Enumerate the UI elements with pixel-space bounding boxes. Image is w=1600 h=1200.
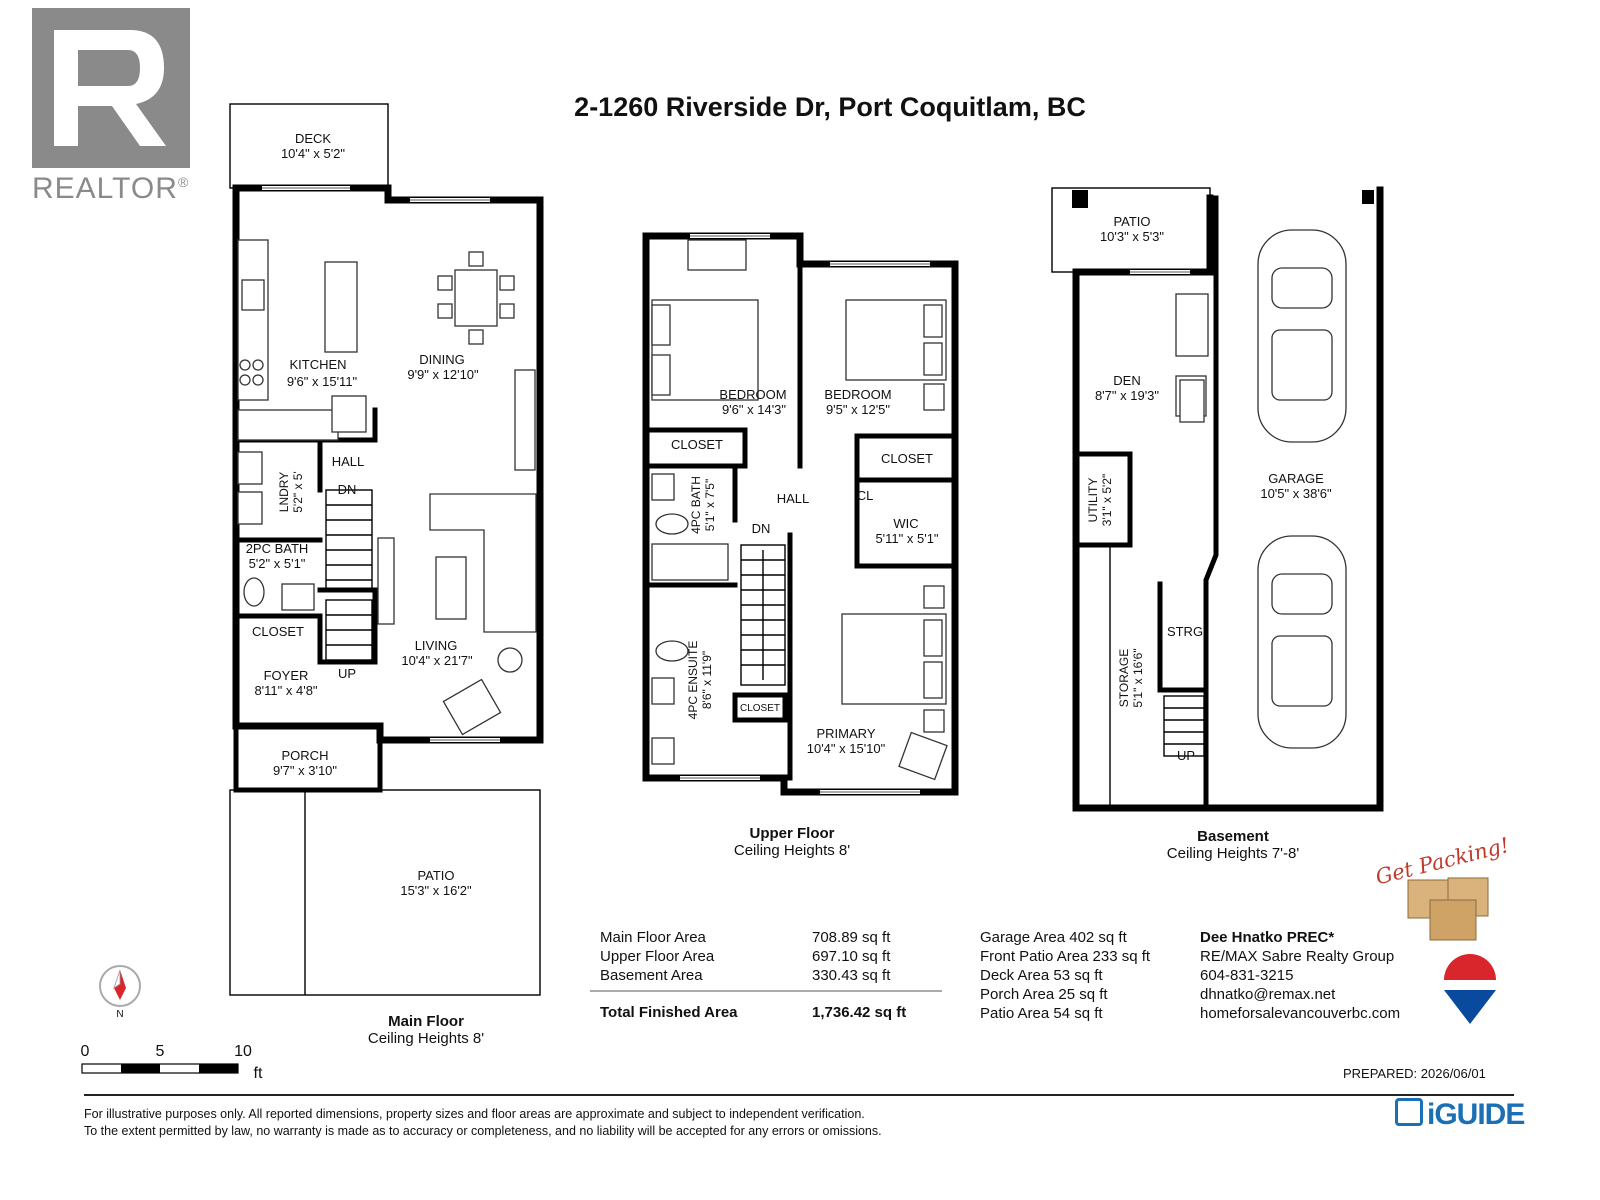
room-garage-dim: 10'5" x 38'6" bbox=[1260, 486, 1332, 501]
other-areas-list: Garage Area 402 sq ft Front Patio Area 2… bbox=[980, 929, 1151, 1022]
room-kitchen: KITCHEN bbox=[289, 357, 346, 372]
agent-website: homeforsalevancouverbc.com bbox=[1200, 1005, 1401, 1022]
room-kitchen-dim: 9'6" x 15'11" bbox=[287, 374, 358, 389]
room-2pc-bath-dim: 5'2" x 5'1" bbox=[249, 556, 306, 571]
room-utility-dim: 3'1" x 5'2" bbox=[1100, 474, 1114, 526]
room-storage: STORAGE bbox=[1117, 649, 1131, 707]
room-bedroom-2: BEDROOM bbox=[824, 387, 891, 402]
room-storage-dim: 5'1" x 16'6" bbox=[1131, 648, 1145, 707]
main-floor-label: Main Floor bbox=[388, 1013, 464, 1030]
room-foyer: FOYER bbox=[264, 668, 309, 683]
room-bedroom-1: BEDROOM bbox=[719, 387, 786, 402]
get-packing-graphic: Get Packing! bbox=[1373, 833, 1512, 941]
upper-floor: BEDROOM 9'6" x 14'3" BEDROOM 9'5" x 12'5… bbox=[642, 232, 959, 859]
room-strg: STRG bbox=[1167, 624, 1203, 639]
room-patio-main-dim: 15'3" x 16'2" bbox=[400, 883, 472, 898]
room-4pc-bath: 4PC BATH bbox=[689, 476, 703, 534]
room-foyer-dim: 8'11" x 4'8" bbox=[254, 683, 317, 698]
room-deck: DECK bbox=[295, 131, 331, 146]
main-patio-outline bbox=[229, 789, 541, 996]
realtor-logo bbox=[32, 8, 190, 168]
room-cl: CL bbox=[857, 488, 874, 503]
room-4pc-ensuite-dim: 8'6" x 11'9" bbox=[700, 651, 714, 709]
agent-company: RE/MAX Sabre Realty Group bbox=[1200, 948, 1395, 965]
disclaimer: For illustrative purposes only. All repo… bbox=[84, 1107, 882, 1138]
prepared-date: PREPARED: 2026/06/01 bbox=[1343, 1066, 1486, 1081]
room-hall-upper: HALL bbox=[777, 491, 810, 506]
room-laundry-dim: 5'2" x 5' bbox=[291, 471, 305, 513]
iguide-logo: iGUIDE bbox=[1395, 1098, 1525, 1132]
upper-floor-label: Upper Floor bbox=[750, 825, 835, 842]
room-porch-dim: 9'7" x 3'10" bbox=[273, 763, 337, 778]
agent-name: Dee Hnatko PREC* bbox=[1200, 929, 1335, 946]
room-closet-upper-2: CLOSET bbox=[881, 451, 933, 466]
room-closet-upper-1: CLOSET bbox=[671, 437, 723, 452]
remax-balloon-icon bbox=[1444, 954, 1496, 1024]
garage-car-1 bbox=[1257, 229, 1347, 443]
footer-divider bbox=[84, 1094, 1514, 1096]
room-patio-basement-dim: 10'3" x 5'3" bbox=[1100, 229, 1164, 244]
room-2pc-bath: 2PC BATH bbox=[246, 541, 309, 556]
compass-icon: N bbox=[99, 965, 141, 1020]
room-utility: UTILITY bbox=[1086, 478, 1100, 523]
room-4pc-bath-dim: 5'1" x 7'5" bbox=[703, 479, 717, 531]
stairs-down-main: DN bbox=[338, 482, 357, 497]
room-bedroom-1-dim: 9'6" x 14'3" bbox=[722, 402, 786, 417]
garage-car-2 bbox=[1257, 535, 1347, 749]
stairs-down-upper: DN bbox=[752, 521, 771, 536]
room-dining: DINING bbox=[419, 352, 465, 367]
room-patio-basement: PATIO bbox=[1113, 214, 1150, 229]
realtor-wordmark: REALTOR® bbox=[32, 172, 190, 205]
room-wic-dim: 5'11" x 5'1" bbox=[875, 531, 938, 546]
property-address: 2-1260 Riverside Dr, Port Coquitlam, BC bbox=[574, 92, 1086, 122]
agent-contact: Dee Hnatko PREC* RE/MAX Sabre Realty Gro… bbox=[1200, 928, 1400, 1023]
room-deck-dim: 10'4" x 5'2" bbox=[281, 146, 345, 161]
room-wic: WIC bbox=[893, 516, 918, 531]
basement-label: Basement bbox=[1197, 828, 1269, 845]
room-hall-main: HALL bbox=[332, 454, 365, 469]
room-garage: GARAGE bbox=[1268, 471, 1324, 486]
room-patio-main: PATIO bbox=[417, 868, 454, 883]
room-laundry: LNDRY bbox=[277, 472, 291, 512]
room-primary: PRIMARY bbox=[817, 726, 876, 741]
room-living: LIVING bbox=[415, 638, 458, 653]
room-primary-dim: 10'4" x 15'10" bbox=[807, 741, 886, 756]
stairs-up-main: UP bbox=[338, 666, 356, 681]
basement: PATIO 10'3" x 5'3" DEN 8'7" x 19'3" UTIL… bbox=[1051, 186, 1384, 862]
room-porch: PORCH bbox=[282, 748, 329, 763]
svg-text:N: N bbox=[116, 1009, 123, 1020]
upper-floor-ceiling: Ceiling Heights 8' bbox=[734, 842, 850, 859]
room-den-dim: 8'7" x 19'3" bbox=[1095, 388, 1159, 403]
room-bedroom-2-dim: 9'5" x 12'5" bbox=[826, 402, 890, 417]
basement-ceiling: Ceiling Heights 7'-8' bbox=[1167, 845, 1300, 862]
room-dining-dim: 9'9" x 12'10" bbox=[407, 367, 479, 382]
svg-text:ft: ft bbox=[254, 1065, 263, 1082]
svg-text:10: 10 bbox=[234, 1043, 252, 1060]
svg-text:0: 0 bbox=[81, 1043, 90, 1060]
main-floor-ceiling: Ceiling Heights 8' bbox=[368, 1030, 484, 1047]
room-living-dim: 10'4" x 21'7" bbox=[401, 653, 473, 668]
main-floor: DECK 10'4" x 5'2" KITCHEN 9'6" x 15'11" … bbox=[229, 103, 544, 1047]
agent-email: dhnatko@remax.net bbox=[1200, 986, 1336, 1003]
room-4pc-ensuite: 4PC ENSUITE bbox=[686, 641, 700, 720]
agent-phone: 604-831-3215 bbox=[1200, 967, 1294, 984]
room-closet-main: CLOSET bbox=[252, 624, 304, 639]
main-exterior-wall bbox=[232, 184, 544, 744]
svg-text:5: 5 bbox=[156, 1043, 165, 1060]
room-closet-upper-3: CLOSET bbox=[740, 703, 780, 714]
scale-bar: 0 5 10 ft bbox=[81, 1043, 263, 1082]
room-den: DEN bbox=[1113, 373, 1140, 388]
stairs-up-basement: UP bbox=[1177, 748, 1195, 763]
